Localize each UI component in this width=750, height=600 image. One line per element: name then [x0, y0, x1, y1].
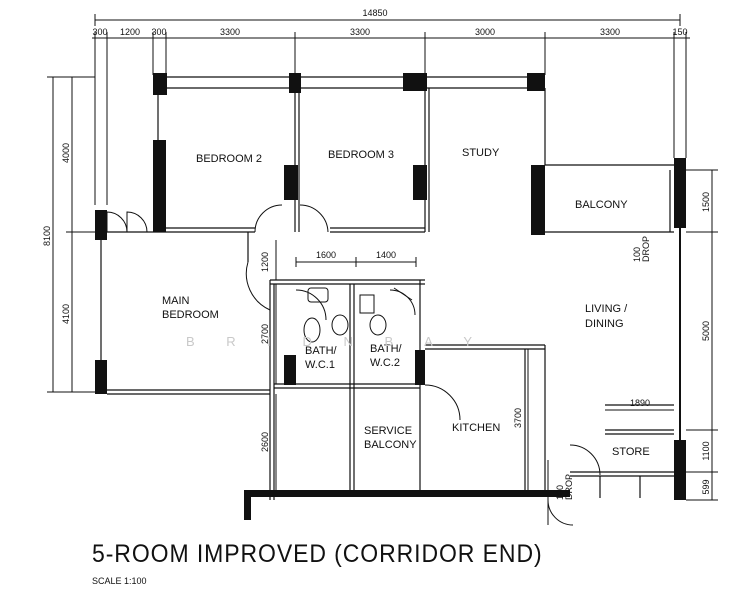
balcony-drop-label: DROP [641, 236, 651, 262]
label-bath2-line2: W.C.2 [370, 357, 400, 369]
dim-bath-height: 2700 [260, 324, 270, 344]
dim-service-height: 2600 [260, 432, 270, 452]
label-living-line1: LIVING / [585, 303, 628, 315]
dim-corridor: 1200 [260, 252, 270, 272]
dim-store-width: 1890 [630, 398, 650, 408]
label-store: STORE [612, 446, 650, 458]
label-bedroom-2: BEDROOM 2 [196, 153, 262, 165]
label-bath1-line1: BATH/ [305, 345, 338, 357]
label-bath1-line2: W.C.1 [305, 359, 335, 371]
dim-top-2: 1200 [120, 27, 140, 37]
dim-left-lower: 4100 [61, 304, 71, 324]
top-dimensions [92, 14, 690, 205]
bath-fixtures [303, 287, 413, 343]
dim-overall-height: 8100 [42, 226, 52, 246]
dim-right-3: 1100 [701, 441, 711, 460]
dim-left-upper: 4000 [61, 143, 71, 163]
dim-top-1: 300 [92, 27, 107, 37]
door-swings [106, 204, 601, 526]
dim-top-8: 150 [672, 27, 687, 37]
watermark: B R I D N B A Y [186, 334, 486, 349]
label-bath2-line1: BATH/ [370, 343, 403, 355]
dim-bath-width-2: 1400 [376, 250, 396, 260]
label-study: STUDY [462, 147, 500, 159]
label-service-line1: SERVICE [364, 425, 412, 437]
label-living-line2: DINING [585, 318, 624, 330]
label-main-bedroom-line1: MAIN [162, 295, 190, 307]
right-dimensions [686, 169, 718, 501]
dim-top-7: 3300 [600, 27, 620, 37]
label-kitchen: KITCHEN [452, 422, 500, 434]
dim-overall-width: 14850 [362, 8, 387, 18]
entry-drop-value: 100 [555, 485, 565, 500]
plan-scale: SCALE 1:100 [92, 576, 147, 586]
left-dimensions [47, 76, 95, 393]
structural-columns [95, 73, 686, 520]
entry-drop-label: DROP [564, 474, 574, 500]
label-service-line2: BALCONY [364, 439, 417, 451]
plan-title: 5-ROOM IMPROVED (CORRIDOR END) [92, 540, 543, 568]
dim-right-4: 599 [701, 479, 711, 494]
dim-bath-width-1: 1600 [316, 250, 336, 260]
dim-top-3: 300 [151, 27, 166, 37]
dim-top-4: 3300 [220, 27, 240, 37]
label-bedroom-3: BEDROOM 3 [328, 149, 394, 161]
dim-top-6: 3000 [475, 27, 495, 37]
dim-kitchen-height: 3700 [513, 408, 523, 428]
dim-top-5: 3300 [350, 27, 370, 37]
dim-right-1: 1500 [701, 192, 711, 212]
balcony-drop-value: 100 [632, 247, 642, 262]
label-balcony: BALCONY [575, 199, 628, 211]
label-main-bedroom-line2: BEDROOM [162, 309, 219, 321]
dim-right-2: 5000 [701, 321, 711, 341]
